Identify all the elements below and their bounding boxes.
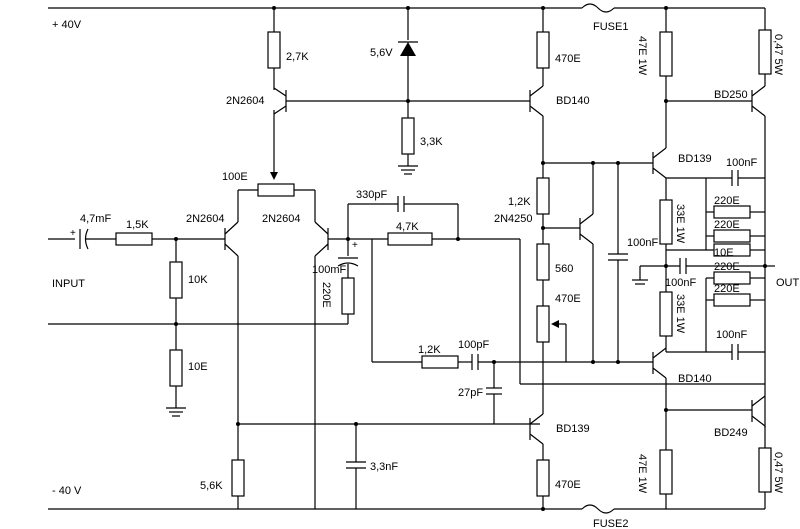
input-transistor-right [314, 190, 329, 509]
resistor-3k3-label: 3,3K [420, 136, 443, 148]
output-label: OUT [776, 277, 800, 289]
resistor-470-bottom-label: 470E [555, 479, 581, 491]
input-label: INPUT [52, 278, 85, 290]
resistor-10k-label: 10K [188, 274, 208, 286]
resistor-047-top-label: 0,47 5W [772, 34, 784, 76]
cap-100n-out-label: 100nF [665, 277, 696, 289]
resistor-2k7 [267, 31, 281, 69]
q-in-right-label: 2N2604 [262, 213, 301, 225]
q-bd140-top-label: BD140 [556, 95, 590, 107]
resistor-470-pot-label: 470E [555, 293, 581, 305]
trimmer-100e-label: 100E [222, 171, 248, 183]
resistor-1k2-top [536, 177, 550, 215]
trimmer-100e [257, 183, 295, 197]
bd250-transistor [751, 85, 766, 117]
resistor-047-bottom [758, 447, 772, 493]
resistor-220e-3-label: 220E [714, 261, 740, 273]
fuse2-label: FUSE2 [593, 518, 628, 529]
resistor-47e-top [659, 31, 673, 77]
resistor-1k5-label: 1,5K [126, 219, 149, 231]
vas-transistor [579, 213, 594, 245]
resistor-470-top-label: 470E [555, 53, 581, 65]
cap-100n-top-label: 100nF [726, 157, 757, 169]
resistor-33e-top [659, 199, 673, 245]
resistor-470-bottom [536, 459, 550, 497]
resistor-470-top [536, 31, 550, 69]
bd140-driver-transistor [652, 347, 667, 379]
resistor-10e-output-label: 10E [714, 247, 734, 259]
resistor-220e-2 [713, 229, 751, 243]
resistor-5k6 [231, 459, 245, 497]
negative-rail-label: - 40 V [52, 485, 82, 497]
bd140-top-transistor [529, 85, 544, 117]
resistor-1k2-top-label: 1,2K [508, 196, 531, 208]
positive-rail [48, 3, 765, 13]
bd139-bottom-transistor [529, 413, 544, 445]
resistor-220e-4 [713, 293, 751, 307]
resistor-047-bottom-label: 0,47 5W [772, 452, 784, 494]
negative-rail [48, 504, 765, 514]
q-bd249-label: BD249 [714, 427, 748, 439]
resistor-33e-top-label: 33E 1W [674, 204, 686, 244]
potentiometer-470 [536, 305, 550, 343]
resistor-220e-fb-label: 220E [320, 282, 332, 308]
resistor-220e-2-label: 220E [714, 219, 740, 231]
positive-rail-label: + 40V [52, 19, 82, 31]
resistor-2k7-label: 2,7K [286, 51, 309, 63]
cap-27p-label: 27pF [458, 387, 483, 399]
q-top-left-label: 2N2604 [226, 95, 265, 107]
q-in-left-label: 2N2604 [186, 213, 225, 225]
resistor-1k5 [115, 232, 153, 246]
current-source-transistor [273, 87, 287, 115]
q-bd139-drv-label: BD139 [678, 153, 712, 165]
cap-100n-vas-label: 100nF [627, 237, 658, 249]
resistor-1k2-bottom-label: 1,2K [418, 344, 441, 356]
zener-label: 5,6V [370, 47, 393, 59]
resistor-5k6-label: 5,6K [200, 480, 223, 492]
input-capacitor [79, 228, 89, 250]
resistor-33e-bottom-label: 33E 1W [674, 294, 686, 334]
resistor-47e-bottom [659, 449, 673, 495]
resistor-4k7 [387, 232, 433, 246]
input-cap-label: 4,7mF [80, 213, 111, 225]
resistor-220e-4-label: 220E [714, 283, 740, 295]
q-vas-label: 2N4250 [494, 213, 533, 225]
fuse1-label: FUSE1 [593, 21, 628, 33]
resistor-220e-1-label: 220E [714, 195, 740, 207]
q-bd250-label: BD250 [714, 89, 748, 101]
resistor-3k3 [401, 117, 415, 155]
zener-diode [398, 41, 418, 56]
resistor-220e-1 [713, 205, 751, 219]
resistor-47e-top-label: 47E 1W [636, 36, 648, 76]
svg-text:+: + [70, 228, 76, 239]
cap-330p-label: 330pF [356, 189, 387, 201]
resistor-33e-bottom [659, 291, 673, 337]
resistor-220e-fb [341, 277, 355, 315]
bd139-driver-transistor [652, 147, 667, 179]
resistor-560 [536, 243, 550, 281]
resistor-10k [169, 261, 183, 299]
svg-text:+: + [352, 240, 358, 251]
ground-symbol [166, 407, 186, 417]
cap-100n-bot-label: 100nF [716, 329, 747, 341]
cap-100mF-label: 100mF [312, 264, 347, 276]
resistor-560-label: 560 [555, 263, 573, 275]
cap-100p-label: 100pF [458, 339, 489, 351]
resistor-4k7-label: 4,7K [396, 221, 419, 233]
resistor-10e-input [169, 349, 183, 387]
q-bd139-bot-label: BD139 [556, 423, 590, 435]
bd249-transistor [751, 395, 766, 427]
cap-3n3-label: 3,3nF [370, 461, 398, 473]
resistor-10e-input-label: 10E [188, 361, 208, 373]
resistor-1k2-bottom [421, 355, 459, 369]
q-bd140-drv-label: BD140 [678, 373, 712, 385]
resistor-047-top [758, 29, 772, 75]
resistor-47e-bottom-label: 47E 1W [636, 454, 648, 494]
